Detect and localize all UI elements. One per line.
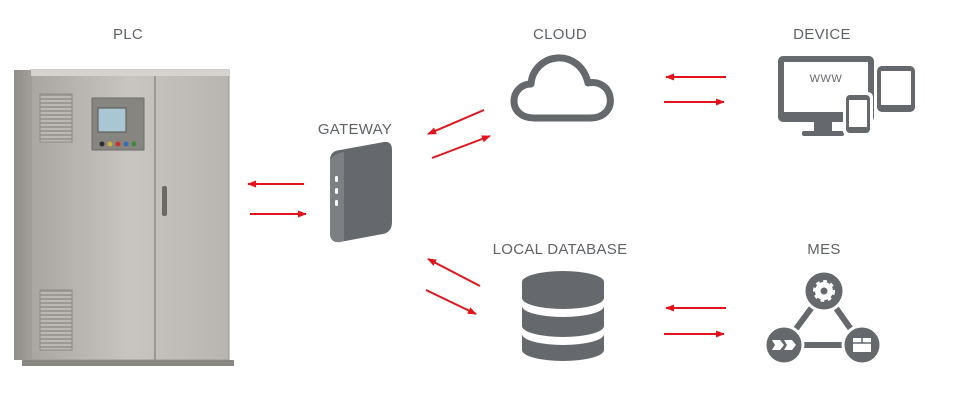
plc-bottom-vent	[39, 289, 73, 351]
conveyor-icon	[772, 340, 796, 350]
database-icon	[522, 271, 604, 361]
plc-label: PLC	[112, 26, 144, 43]
gateway-label: GATEWAY	[317, 121, 393, 138]
plc-screen	[97, 107, 127, 133]
plc-cabinet-icon	[14, 69, 234, 366]
connection-arrows	[247, 73, 726, 338]
cloud-icon	[510, 54, 614, 122]
mes-label: MES	[807, 241, 841, 258]
arrow-gateway-local_database-to-local_database	[425, 289, 477, 315]
cloud-label: CLOUD	[532, 26, 588, 43]
device-label: DEVICE	[793, 26, 851, 43]
gateway-router-icon	[330, 141, 392, 243]
gear-icon	[813, 280, 835, 302]
mes-cycle-icon	[763, 269, 883, 366]
arrow-gateway-cloud-to-cloud	[431, 135, 491, 159]
arrow-gateway-cloud-to-gateway	[427, 109, 485, 135]
local-database-label: LOCAL DATABASE	[492, 241, 628, 258]
device-screen-text: WWW	[809, 73, 843, 85]
arrow-gateway-local_database-to-gateway	[427, 258, 481, 287]
plc-top-vent	[39, 93, 73, 143]
devices-icon	[778, 56, 915, 136]
box-icon	[853, 338, 871, 352]
plc-door-handle	[162, 186, 167, 216]
